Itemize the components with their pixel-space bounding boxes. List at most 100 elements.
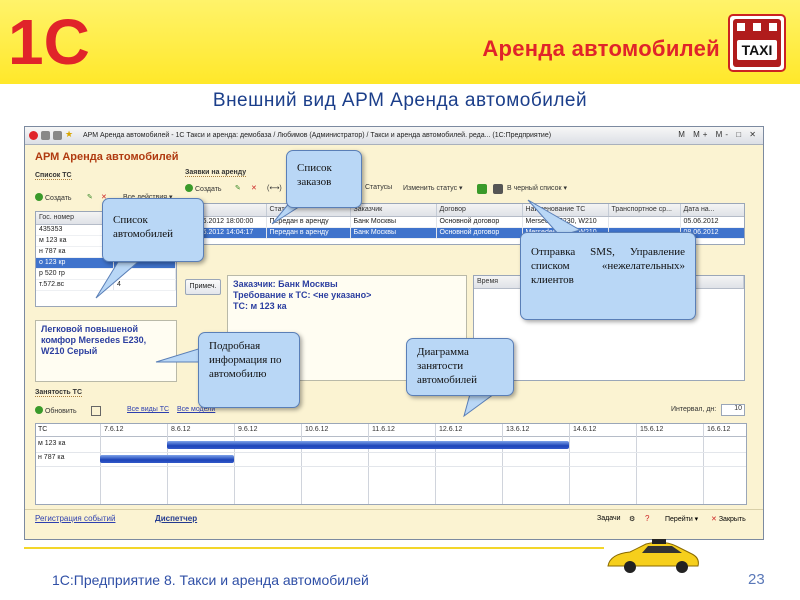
tasks-button[interactable]: Задачи (597, 515, 621, 522)
close-button[interactable]: ✕ Закрыть (711, 516, 746, 523)
logo-1c-icon: 1C (8, 8, 90, 72)
timeline-date-label: 15.6.12 (640, 426, 664, 433)
slide-subtitle: Внешний вид АРМ Аренда автомобилей (212, 90, 588, 111)
timeline-column (435, 424, 436, 504)
header-band (0, 0, 800, 84)
orders-toolbar: Создать ✎ ✕ (⟷) Статусы Изменить статус … (185, 183, 755, 197)
form-title: АРМ Аренда автомобилей (35, 151, 179, 163)
refresh-button[interactable]: Обновить (35, 406, 77, 415)
help-icon[interactable]: ? (645, 514, 650, 523)
taxi-badge: TAXI (728, 14, 786, 72)
timeline-date-label: 7.6.12 (104, 426, 124, 433)
order-history-table[interactable]: ВремяПользователь (473, 275, 745, 381)
interval-input[interactable]: 10 (721, 404, 745, 416)
timeline-column (703, 424, 704, 504)
footer-text: 1С:Предприятие 8. Такси и аренда автомоб… (52, 572, 369, 588)
timeline-occupancy-bar[interactable] (100, 455, 234, 463)
change-status-button[interactable]: Изменить статус ▾ (403, 185, 463, 192)
timeline-column (100, 424, 101, 504)
vehicles-create-button[interactable]: Создать (35, 193, 72, 202)
calendar-icon[interactable] (91, 406, 101, 416)
timeline-column (301, 424, 302, 504)
occupancy-section-label: Занятость ТС (35, 389, 83, 397)
app-window: ★ АРМ Аренда автомобилей - 1С Такси и ар… (24, 126, 764, 540)
note-button[interactable]: Примеч. (185, 279, 221, 295)
page-number: 23 (748, 571, 765, 588)
order-requirement: Требование к ТС: <не указано> (233, 290, 372, 300)
callout-vehicle-detail: Подробная информация по автомобилю (198, 332, 300, 408)
edit-icon[interactable]: ✎ (235, 185, 241, 192)
vehicle-detail-panel: Легковой повышеной комфор Mersedes E230,… (35, 320, 177, 382)
callout-sms: Отправка SMS, Управление списком «нежела… (520, 232, 696, 320)
sms-icon[interactable] (477, 184, 487, 194)
timeline-row-divider (36, 466, 746, 467)
timeline-column (234, 424, 235, 504)
order-customer: Заказчик: Банк Москвы (233, 279, 338, 289)
timeline-column (167, 424, 168, 504)
taxi-icon: TAXI (728, 14, 786, 72)
dispatcher-link[interactable]: Диспетчер (155, 514, 198, 523)
delete-icon[interactable]: ✕ (101, 194, 107, 201)
timeline-date-label: 8.6.12 (171, 426, 191, 433)
event-log-link[interactable]: Регистрация событий (35, 514, 116, 523)
refresh-icon (35, 406, 43, 414)
close-icon: ✕ (711, 516, 717, 523)
vehicles-all-actions-button[interactable]: Все действия ▾ (123, 193, 172, 201)
vehicles-section-label: Список ТС (35, 172, 72, 180)
timeline-divider (36, 436, 746, 437)
column-header[interactable]: Наименование ТС (522, 204, 609, 217)
link-icon[interactable]: (⟷) (267, 185, 282, 192)
blacklist-icon[interactable] (493, 184, 503, 194)
timeline-column (569, 424, 570, 504)
column-header[interactable]: Гос. номер (36, 212, 114, 225)
timeline-date-label: 14.6.12 (573, 426, 597, 433)
column-header[interactable]: Транспортное ср... (608, 204, 681, 217)
app-icon (29, 131, 38, 140)
window-titlebar: ★ АРМ Аренда автомобилей - 1С Такси и ар… (25, 127, 763, 145)
timeline-date-label: 12.6.12 (439, 426, 463, 433)
occupancy-toolbar: Обновить Все виды ТС Все модели Интервал… (35, 404, 747, 419)
go-button[interactable]: Перейти ▾ (665, 516, 699, 523)
callout-vehicles: Список автомобилей (102, 198, 204, 262)
add-icon (35, 193, 43, 201)
timeline-date-label: 11.6.12 (372, 426, 395, 433)
status-bar: Регистрация событий Диспетчер Задачи ⚙ ?… (25, 509, 763, 539)
orders-section-label: Заявки на аренду (185, 169, 247, 177)
timeline-date-label: 10.6.12 (305, 426, 329, 433)
window-controls[interactable]: M M+ M- □ ✕ (678, 130, 759, 139)
occupancy-timeline[interactable]: ТС 7.6.12 8.6.12 9.6.12 10.6.12 11.6.12 12.6.… (35, 423, 747, 505)
filter-models-link[interactable]: Все модели (177, 406, 216, 413)
order-vehicle: ТС: м 123 ка (233, 301, 287, 311)
blacklist-button[interactable]: В черный список ▾ (507, 185, 567, 192)
add-icon (185, 184, 193, 192)
statuses-button[interactable]: Статусы (365, 184, 393, 191)
vehicles-toolbar: Создать ✎ ✕ Все действия ▾ (35, 192, 205, 206)
settings-icon[interactable]: ⚙ (629, 516, 636, 523)
taxi-car-icon (607, 539, 699, 573)
favorite-star-icon[interactable]: ★ (65, 129, 74, 139)
column-header[interactable]: Заказчик (350, 204, 437, 217)
back-icon[interactable] (41, 131, 50, 140)
column-header[interactable] (186, 204, 267, 217)
timeline-occupancy-bar[interactable] (167, 441, 569, 449)
timeline-date-label: 13.6.12 (506, 426, 530, 433)
svg-text:1C: 1C (8, 8, 90, 72)
column-header[interactable]: Дата на... (680, 204, 744, 217)
callout-orders: Список заказов (286, 150, 362, 208)
timeline-vehicle-label: м 123 ка (38, 440, 66, 447)
orders-create-button[interactable]: Создать (185, 184, 222, 193)
edit-icon[interactable]: ✎ (87, 194, 93, 201)
slide-title: Аренда автомобилей (482, 36, 720, 61)
column-header[interactable]: Договор (436, 204, 523, 217)
filter-vehicle-types-link[interactable]: Все виды ТС (127, 406, 170, 413)
forward-icon[interactable] (53, 131, 62, 140)
interval-label: Интервал, дн: (671, 406, 717, 413)
timeline-head: ТС (38, 426, 48, 433)
delete-icon[interactable]: ✕ (251, 185, 257, 192)
timeline-column (502, 424, 503, 504)
timeline-date-label: 9.6.12 (238, 426, 258, 433)
footer-rule (24, 547, 604, 549)
